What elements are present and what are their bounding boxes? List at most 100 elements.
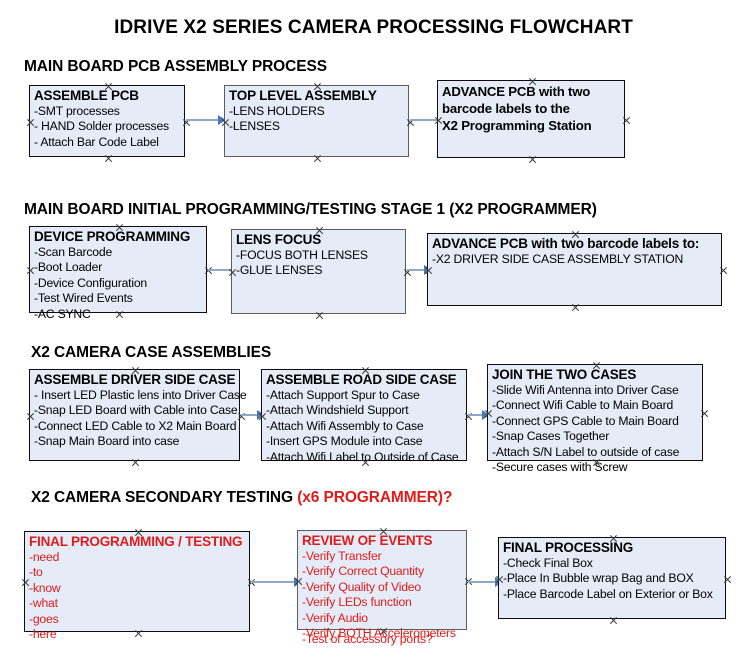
connector-device-programming-to-lens-focus bbox=[208, 269, 232, 271]
flowbox-assemble-driver-side-case[interactable]: ASSEMBLE DRIVER SIDE CASE - Insert LED P… bbox=[29, 369, 247, 461]
flowbox-advance-pcb-programming-station[interactable]: ADVANCE PCB with two barcode labels to t… bbox=[437, 80, 625, 158]
flowbox-line: - Insert LED Plastic lens into Driver Ca… bbox=[34, 388, 247, 402]
flowbox-line: -Slide Wifi Antenna into Driver Case bbox=[492, 383, 679, 397]
flowbox-title: ADVANCE PCB with two barcode labels to: bbox=[432, 236, 700, 251]
flowbox-line: barcode labels to the bbox=[442, 101, 570, 116]
arrowhead-icon bbox=[218, 115, 226, 125]
resize-handle-bottom[interactable] bbox=[571, 303, 580, 312]
section-heading-x2-camera-secondary-testing: X2 CAMERA SECONDARY TESTING (x6 PROGRAMM… bbox=[31, 489, 452, 507]
flowbox-line: -goes bbox=[29, 611, 59, 626]
flowbox-line: -Boot Loader bbox=[34, 260, 103, 275]
flowbox-title: LENS FOCUS bbox=[236, 232, 322, 247]
flowbox-line: -Verify Quality of Video bbox=[302, 579, 421, 594]
flowbox-line: -Insert GPS Module into Case bbox=[266, 434, 423, 449]
flowbox-line: -Attach Wifi Assembly to Case bbox=[266, 418, 424, 433]
flowbox-advance-pcb-driver-side-station[interactable]: ADVANCE PCB with two barcode labels to: … bbox=[427, 233, 722, 306]
flowbox-lens-focus[interactable]: LENS FOCUS -FOCUS BOTH LENSES -GLUE LENS… bbox=[231, 229, 406, 314]
flowbox-join-the-two-cases[interactable]: JOIN THE TWO CASES -Slide Wifi Antenna i… bbox=[487, 364, 703, 474]
resize-handle-bottom[interactable] bbox=[104, 154, 113, 163]
flowbox-line: -X2 DRIVER SIDE CASE ASSEMBLY STATION bbox=[432, 252, 684, 266]
connector-review-of-events-to-final-processing bbox=[468, 581, 498, 583]
section-heading-text: X2 CAMERA CASE ASSEMBLIES bbox=[31, 344, 272, 361]
flowbox-line: -Attach S/N Label to outside of case bbox=[492, 444, 680, 459]
flowbox-line: -SMT processes bbox=[34, 104, 120, 118]
section-heading-main-board-initial-programming: MAIN BOARD INITIAL PROGRAMMING/TESTING S… bbox=[24, 201, 597, 219]
resize-handle-bottom[interactable] bbox=[315, 311, 324, 320]
arrowhead-icon bbox=[482, 410, 490, 420]
flowbox-overflow-line: -Test of accessory ports? bbox=[302, 632, 433, 646]
flowbox-title: REVIEW OF EVENTS bbox=[302, 533, 433, 548]
flowbox-line: -Verify Transfer bbox=[302, 549, 382, 563]
flowbox-line: -know bbox=[29, 580, 61, 595]
section-heading-text: MAIN BOARD INITIAL PROGRAMMING/TESTING S… bbox=[24, 201, 597, 218]
flowbox-line: -Snap Main Board into case bbox=[34, 434, 180, 449]
connector-top-level-assembly-to-advance-pcb bbox=[410, 119, 438, 121]
flowbox-line: -Scan Barcode bbox=[34, 245, 113, 259]
flowbox-line: -Attach Windshield Support bbox=[266, 403, 409, 418]
flowbox-line: -FOCUS BOTH LENSES bbox=[236, 248, 368, 262]
flowbox-line: -to bbox=[29, 565, 43, 580]
flowbox-line: -need bbox=[29, 550, 60, 564]
flowbox-line: -Verify BOTH Accelerometers bbox=[302, 626, 456, 641]
flowbox-title: DEVICE PROGRAMMING bbox=[34, 229, 191, 244]
flowbox-title: FINAL PROGRAMMING / TESTING bbox=[29, 534, 243, 549]
flowbox-title: JOIN THE TWO CASES bbox=[492, 367, 637, 382]
flowbox-line: -Attach Support Spur to Case bbox=[266, 388, 420, 402]
flowbox-assemble-road-side-case[interactable]: ASSEMBLE ROAD SIDE CASE -Attach Support … bbox=[261, 369, 467, 464]
flowbox-line: -Connect GPS Cable to Main Board bbox=[492, 413, 679, 428]
flowbox-line: -Connect LED Cable to X2 Main Board bbox=[34, 418, 237, 433]
resize-handle-bottom[interactable] bbox=[313, 154, 322, 163]
resize-handle-bottom[interactable] bbox=[528, 155, 537, 164]
flowbox-line: -Device Configuration bbox=[34, 275, 147, 290]
flowbox-line: -here bbox=[29, 627, 57, 642]
flowbox-line: -Attach Wifi Label to Outside of Case bbox=[266, 449, 459, 464]
section-heading-accent: (x6 PROGRAMMER)? bbox=[297, 489, 453, 506]
flowbox-line: -Verify LEDs function bbox=[302, 595, 412, 610]
flowbox-line: - HAND Solder processes bbox=[34, 119, 169, 134]
flowbox-title: ASSEMBLE DRIVER SIDE CASE bbox=[34, 372, 236, 387]
page-title: IDRIVE X2 SERIES CAMERA PROCESSING FLOWC… bbox=[114, 17, 633, 38]
resize-handle-right[interactable] bbox=[723, 575, 732, 584]
connector-assemble-pcb-to-top-level-assembly bbox=[186, 119, 219, 121]
resize-handle-right[interactable] bbox=[464, 412, 473, 421]
flowbox-top-level-assembly[interactable]: TOP LEVEL ASSEMBLY -LENS HOLDERS -LENSES bbox=[224, 85, 409, 157]
section-heading-x2-camera-case-assemblies: X2 CAMERA CASE ASSEMBLIES bbox=[31, 344, 271, 362]
flowbox-line: -LENS HOLDERS bbox=[229, 104, 325, 118]
flowbox-final-programming-testing[interactable]: FINAL PROGRAMMING / TESTING -need -to -k… bbox=[24, 531, 250, 641]
flowbox-line: -Snap Cases Together bbox=[492, 429, 610, 444]
flowbox-line: -Connect Wifi Cable to Main Board bbox=[492, 398, 674, 413]
section-heading-main-board-pcb-assembly: MAIN BOARD PCB ASSEMBLY PROCESS bbox=[24, 58, 327, 76]
connector-lens-focus-to-advance-pcb-driver-side bbox=[407, 269, 427, 271]
flowbox-device-programming[interactable]: DEVICE PROGRAMMING -Scan Barcode -Boot L… bbox=[29, 226, 207, 321]
flowbox-title: ASSEMBLE ROAD SIDE CASE bbox=[266, 372, 457, 387]
flowbox-review-of-events[interactable]: REVIEW OF EVENTS -Verify Transfer -Verif… bbox=[297, 530, 467, 646]
resize-handle-bottom[interactable] bbox=[609, 616, 618, 625]
flowbox-line: -GLUE LENSES bbox=[236, 263, 323, 278]
flowbox-assemble-pcb[interactable]: ASSEMBLE PCB -SMT processes - HAND Solde… bbox=[29, 85, 185, 157]
section-heading-text: X2 CAMERA SECONDARY TESTING bbox=[31, 489, 298, 506]
flowbox-line: -Place In Bubble wrap Bag and BOX bbox=[503, 571, 694, 586]
flowbox-line: -Verify Audio bbox=[302, 610, 368, 625]
flowbox-final-processing[interactable]: FINAL PROCESSING -Check Final Box -Place… bbox=[498, 537, 726, 619]
flowbox-line: -Secure cases with Screw bbox=[492, 460, 628, 475]
flowbox-line: -Check Final Box bbox=[503, 556, 593, 570]
section-heading-text: MAIN BOARD PCB ASSEMBLY PROCESS bbox=[24, 58, 327, 75]
flowbox-line: -Snap LED Board with Cable into Case bbox=[34, 403, 238, 418]
flowbox-title: ADVANCE PCB with two bbox=[442, 84, 591, 99]
resize-handle-right[interactable] bbox=[622, 116, 631, 125]
resize-handle-right[interactable] bbox=[719, 266, 728, 275]
flowbox-line: -Place Barcode Label on Exterior or Box bbox=[503, 586, 713, 601]
connector-final-programming-to-review-of-events bbox=[251, 581, 296, 583]
connector-road-side-to-join-cases bbox=[468, 414, 484, 416]
flowbox-line: -what bbox=[29, 596, 58, 611]
flowbox-title: TOP LEVEL ASSEMBLY bbox=[229, 88, 377, 103]
resize-handle-bottom[interactable] bbox=[131, 458, 140, 467]
flowbox-title: ASSEMBLE PCB bbox=[34, 88, 139, 103]
connector-driver-side-to-road-side bbox=[241, 414, 259, 416]
flowbox-line: -LENSES bbox=[229, 119, 280, 134]
resize-handle-right[interactable] bbox=[700, 409, 709, 418]
flowbox-line: X2 Programming Station bbox=[442, 118, 592, 133]
flowbox-line: -Test Wired Events bbox=[34, 291, 133, 306]
flowbox-line: - Attach Bar Code Label bbox=[34, 134, 159, 149]
